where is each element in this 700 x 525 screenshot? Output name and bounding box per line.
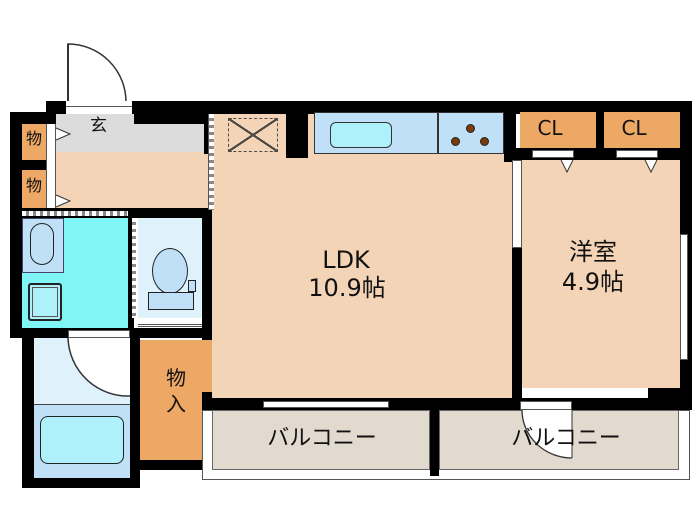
ldk-entry-door-strip: [208, 114, 214, 210]
bathroom-right-wall: [130, 336, 140, 488]
closet-divider: [596, 112, 604, 160]
entrance-door-swing: [67, 43, 127, 103]
entrance-door-opening: [66, 101, 132, 107]
western-room-size: 4.9帖: [561, 268, 625, 296]
closet-right-arrow: [644, 159, 658, 174]
bathroom-door-opening: [68, 330, 130, 338]
toilet-tank-icon: [148, 292, 194, 310]
fridge-space-icon: [228, 118, 278, 152]
wall-bottom-bath: [22, 478, 140, 488]
closet-left-door: [532, 150, 574, 158]
western-room-floor: [522, 160, 680, 388]
toilet-door-line: [138, 324, 202, 327]
wall-top-main: [132, 101, 692, 114]
storage-closet-label-2: 入: [166, 392, 186, 416]
stove-burner-1-icon: [466, 124, 475, 133]
storage-bottom-label: 物: [25, 176, 42, 195]
toilet-button-icon: [188, 280, 196, 292]
partition-sliding-door: [512, 160, 522, 248]
ldk-size: 10.9帖: [308, 274, 386, 302]
wall-left-top-corner: [10, 112, 60, 124]
wall-left-upper: [10, 112, 22, 337]
storage-closet-bottom-wall: [140, 460, 202, 470]
kitchen-stove-counter: [438, 112, 504, 154]
balcony-door-swing: [521, 409, 573, 459]
balcony-left-label: バルコニー: [267, 426, 377, 451]
balcony-divider: [430, 410, 439, 476]
closet-left: [520, 112, 596, 148]
balcony-right-label: バルコニー: [511, 426, 621, 451]
wall-top-entry: [46, 101, 66, 115]
western-room-window: [680, 234, 688, 360]
entrance-wall-block: [134, 112, 206, 124]
storage-top: [22, 124, 46, 160]
balcony-door-opening: [520, 401, 572, 410]
closet-left-arrow: [560, 159, 574, 174]
stove-burner-3-icon: [480, 137, 489, 146]
toilet-bowl-icon: [152, 248, 188, 294]
western-room-name: 洋室: [569, 238, 617, 266]
toilet-door-strip: [132, 218, 136, 318]
bathroom-door-swing: [67, 337, 131, 397]
wall-left-lower: [22, 336, 34, 486]
storage-closet: [140, 340, 212, 460]
toilet-right-wall: [202, 210, 212, 340]
bathtub-icon: [40, 416, 124, 464]
balcony-left: [212, 410, 430, 470]
ldk-floor: [212, 114, 512, 400]
storage-door-arrow-top: [55, 127, 72, 141]
ldk-sliding-window: [263, 401, 389, 408]
washing-machine-icon: [28, 283, 62, 321]
ldk-name: LDK: [322, 246, 370, 274]
hallway-floor: [56, 152, 211, 210]
storage-divider: [22, 160, 46, 170]
storage-bottom: [22, 170, 46, 208]
kitchen-column: [286, 114, 308, 158]
washbasin-icon: [30, 223, 54, 265]
partition-wall: [512, 248, 522, 408]
washroom-door-strip: [22, 211, 128, 216]
storage-door-strip: [46, 124, 56, 208]
kitchen-sink-icon: [330, 122, 392, 148]
stove-burner-2-icon: [451, 137, 460, 146]
storage-top-label: 物: [25, 129, 42, 148]
closet-left-label: CL: [537, 116, 563, 140]
washroom-right-wall: [128, 218, 134, 328]
entrance-label: 玄: [90, 116, 107, 136]
closet-right-label: CL: [621, 116, 647, 140]
closet-right: [604, 112, 680, 148]
storage-closet-label-1: 物: [166, 366, 186, 390]
storage-door-arrow-bottom: [55, 194, 72, 208]
closet-right-door: [616, 150, 658, 158]
